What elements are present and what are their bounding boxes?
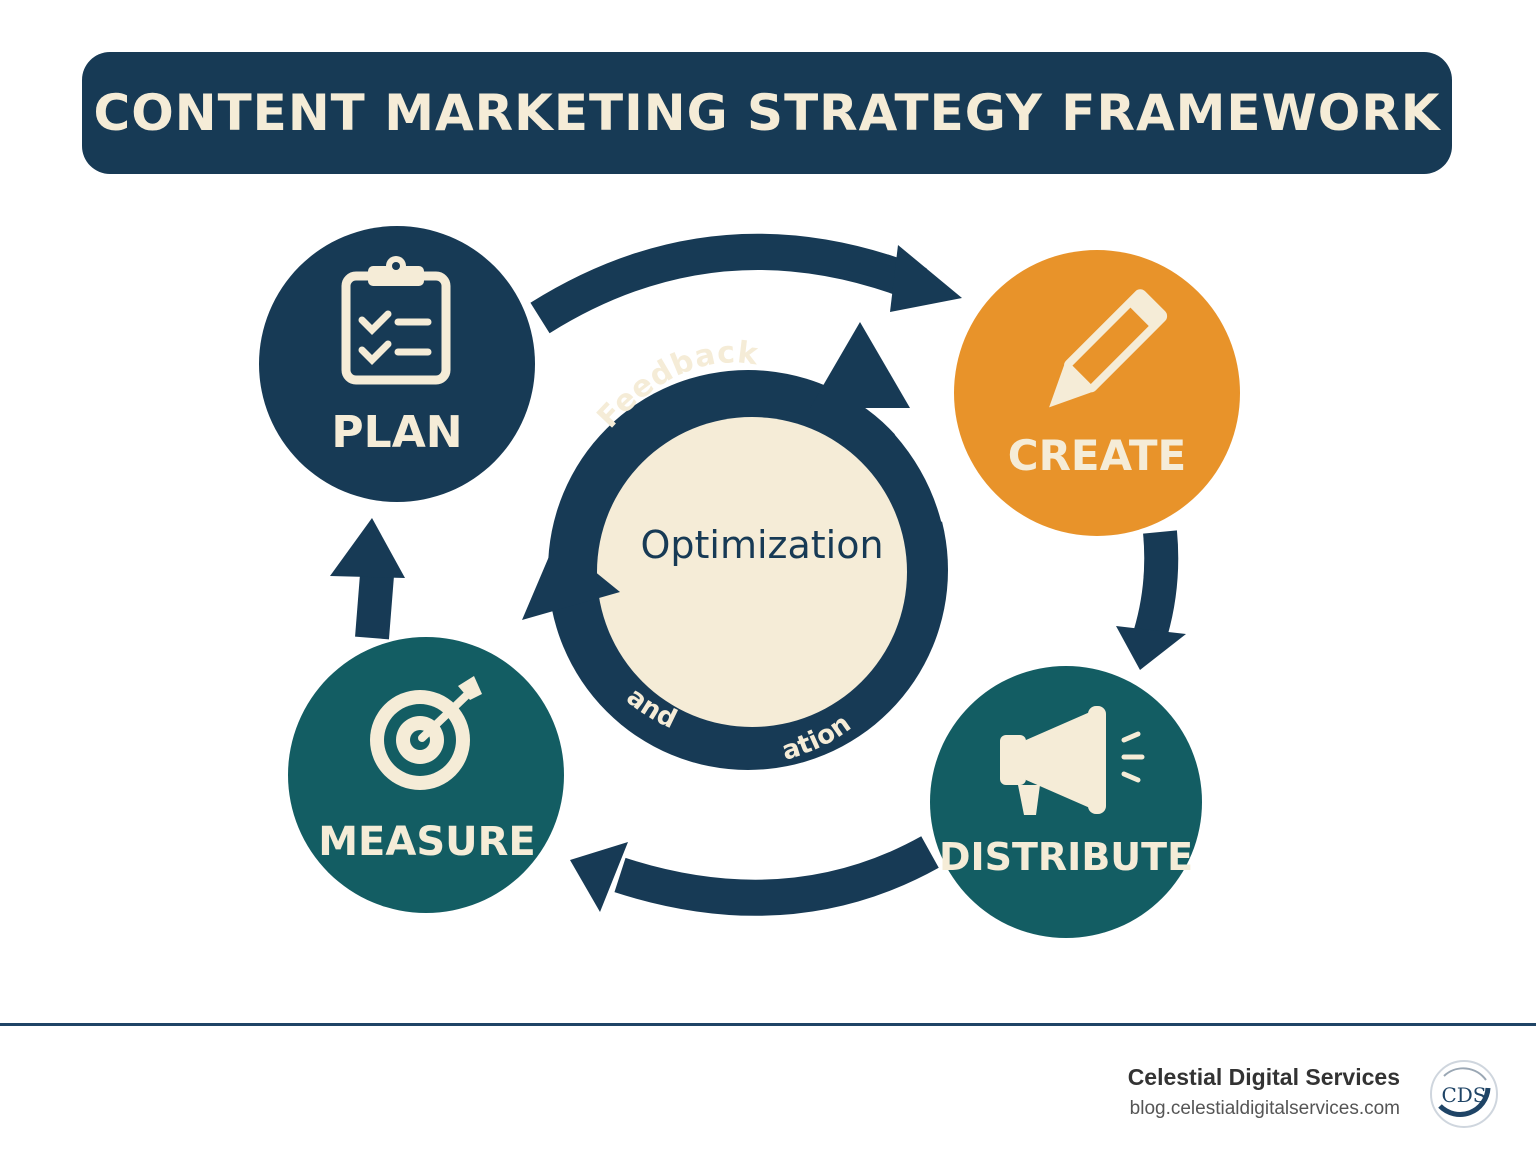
stage-label-plan: PLAN [331, 407, 462, 458]
footer-url: blog.celestialdigitalservices.com [1129, 1098, 1400, 1119]
footer-company-name: Celestial Digital Services [1127, 1064, 1400, 1090]
strategy-cycle-diagram: Feedback and ation Optimization PLAN CRE… [259, 226, 1240, 938]
stage-label-create: CREATE [1008, 431, 1186, 480]
arrow-distribute-to-measure [570, 836, 939, 916]
target-arrow-icon [370, 676, 482, 790]
center-label: Optimization [640, 523, 883, 567]
stage-label-measure: MEASURE [318, 819, 536, 865]
arrow-plan-to-create [530, 233, 962, 334]
footer-divider [0, 1023, 1536, 1026]
arrow-create-to-distribute [1116, 530, 1186, 670]
stage-label-distribute: DISTRIBUTE [939, 835, 1193, 879]
page-title: CONTENT MARKETING STRATEGY FRAMEWORK [93, 84, 1441, 142]
arrow-measure-to-plan [330, 518, 405, 640]
company-logo: CDS [1430, 1060, 1498, 1128]
plan-node: PLAN [259, 226, 535, 502]
megaphone-icon [1000, 706, 1145, 815]
pencil-icon [1049, 289, 1168, 408]
measure-node: MEASURE [288, 637, 564, 913]
logo-letters: CDS [1441, 1083, 1486, 1107]
distribute-node: DISTRIBUTE [930, 666, 1202, 938]
optimization-ring [522, 322, 955, 770]
title-banner: CONTENT MARKETING STRATEGY FRAMEWORK [82, 52, 1452, 174]
clipboard-checklist-icon [341, 256, 451, 385]
create-node: CREATE [954, 250, 1240, 536]
